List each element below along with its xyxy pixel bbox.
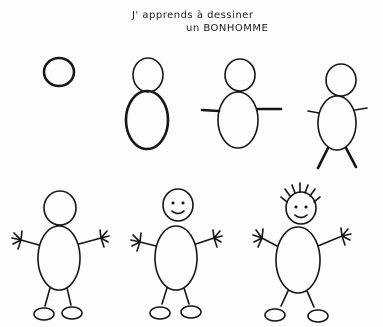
right-foot [307,309,329,323]
step-1-head [42,56,76,88]
right-hand-fingers [212,229,223,248]
smile [294,214,308,219]
head-circle [162,188,194,222]
step-3-add-arms [200,58,283,149]
left-leg [316,146,330,170]
left-foot [149,306,171,320]
right-leg [306,290,315,308]
head-circle [224,58,256,92]
step-6-add-feet-and-face [130,188,223,320]
right-arm [195,237,215,245]
title-line-1: J' apprends à dessiner [132,10,254,21]
right-arm [317,235,343,247]
right-leg [183,287,190,305]
step-5-add-hands [11,190,110,321]
head-circle [285,191,317,225]
left-foot [264,308,286,322]
left-foot [33,307,55,321]
left-arm [261,237,278,247]
body-oval [37,225,81,291]
left-leg [161,287,168,305]
left-leg [280,290,289,307]
head-circle [43,190,77,226]
hair-strands [280,182,321,203]
left-arm [20,239,40,246]
body-oval [275,226,321,294]
title-line-2: un BONHOMME [186,23,269,34]
right-foot [180,305,202,319]
left-hand-fingers [252,228,264,248]
left-arm [307,110,320,114]
right-leg [66,287,72,306]
left-hand-fingers [11,230,23,250]
left-eye [171,201,175,205]
left-arm [139,241,157,247]
body-oval [124,89,170,151]
head-circle [325,63,357,97]
body-oval [317,95,357,151]
right-hand-fingers [99,229,110,248]
right-foot [61,306,83,320]
right-hand-fingers [340,227,352,246]
right-arm [354,107,368,111]
head-circle [132,57,164,93]
step-4-add-legs [307,63,368,170]
body-oval [154,225,198,291]
body-oval [217,91,259,149]
right-leg [344,146,358,169]
right-eye [181,201,185,205]
smile [171,210,185,215]
right-arm [78,237,102,245]
right-eye [304,205,308,209]
left-leg [44,287,51,307]
left-arm [200,108,221,113]
head-circle [42,56,76,88]
left-hand-fingers [130,232,142,252]
left-eye [294,205,298,209]
step-7-add-hair [252,182,352,323]
step-2-head-and-body [124,57,170,151]
